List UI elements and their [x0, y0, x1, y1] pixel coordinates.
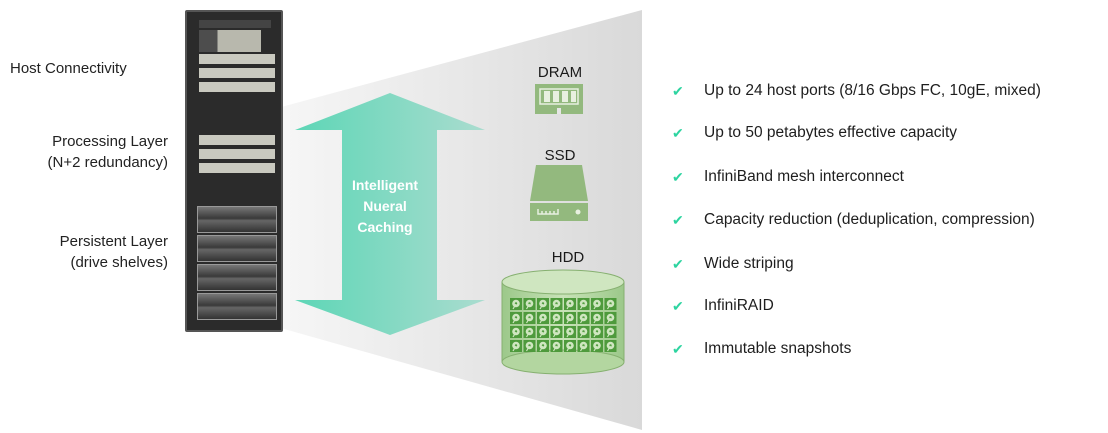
hard-disk-icon: [591, 340, 603, 352]
checkmark-icon: ✔: [672, 211, 684, 228]
feature-item: ✔ InfiniRAID: [672, 297, 774, 315]
caching-label-line: Caching: [357, 219, 413, 235]
processing-unit: [199, 135, 275, 145]
layer-label-line: Persistent Layer: [59, 233, 168, 250]
hard-disk-icon: [577, 312, 590, 324]
feature-item: ✔ Up to 50 petabytes effective capacity: [672, 124, 957, 142]
caching-label-line: Nueral: [363, 198, 407, 214]
caching-label: Intelligent Nueral Caching: [335, 175, 435, 238]
memory-module-icon: [535, 84, 583, 114]
layer-label-line: Processing Layer: [52, 133, 168, 150]
feature-text: Up to 24 host ports (8/16 Gbps FC, 10gE,…: [704, 82, 1041, 99]
feature-text: InfiniRAID: [704, 297, 774, 314]
hard-disk-icon: [510, 298, 522, 310]
feature-text: InfiniBand mesh interconnect: [704, 168, 904, 185]
feature-text: Wide striping: [704, 255, 794, 272]
layer-label-line: (drive shelves): [70, 254, 168, 271]
checkmark-icon: ✔: [672, 255, 684, 272]
feature-item: ✔ Capacity reduction (deduplication, com…: [672, 211, 1035, 229]
hard-disk-icon: [577, 326, 590, 338]
processing-unit: [199, 163, 275, 173]
host-connectivity-unit: [199, 68, 275, 78]
drive-shelf: [197, 206, 277, 233]
hard-disk-icon: [510, 340, 522, 352]
drive-shelf: [197, 293, 277, 320]
processing-unit: [199, 149, 275, 159]
host-connectivity-unit: [199, 54, 275, 64]
hard-disk-icon: [537, 340, 549, 352]
hard-disk-icon: [523, 298, 536, 310]
hard-disk-icon: [550, 326, 563, 338]
hard-disk-icon: [523, 340, 536, 352]
hard-disk-icon: [537, 326, 549, 338]
layer-label-line: (N+2 redundancy): [47, 154, 168, 171]
hard-disk-array-icon: [501, 269, 625, 375]
hard-disk-icon: [564, 312, 576, 324]
tier-label-ssd: SSD: [544, 147, 576, 164]
hard-disk-icon: [591, 326, 603, 338]
hard-disk-icon: [577, 298, 590, 310]
layer-label-processing: Processing Layer (N+2 redundancy): [10, 131, 168, 173]
checkmark-icon: ✔: [672, 168, 684, 185]
caching-label-line: Intelligent: [351, 177, 419, 193]
checkmark-icon: ✔: [672, 82, 684, 99]
host-connectivity-unit: [199, 20, 271, 28]
feature-text: Capacity reduction (deduplication, compr…: [704, 211, 1035, 228]
tier-label-dram: DRAM: [537, 64, 583, 81]
hard-disk-icon: [510, 312, 522, 324]
hard-disk-icon: [591, 298, 603, 310]
feature-item: ✔ Up to 24 host ports (8/16 Gbps FC, 10g…: [672, 82, 1041, 100]
host-connectivity-unit: [199, 82, 275, 92]
hard-disk-icon: [604, 340, 617, 352]
solid-state-drive-icon: [530, 165, 588, 221]
layer-label-host-connectivity: Host Connectivity: [10, 58, 158, 79]
drive-shelf: [197, 264, 277, 291]
checkmark-icon: ✔: [672, 124, 684, 141]
feature-text: Immutable snapshots: [704, 340, 852, 357]
host-connectivity-unit: [199, 30, 261, 52]
hard-disk-icon: [550, 340, 563, 352]
feature-item: ✔ InfiniBand mesh interconnect: [672, 168, 904, 186]
hard-disk-icon: [604, 312, 617, 324]
hard-disk-icon: [564, 340, 576, 352]
tier-label-hdd: HDD: [551, 249, 585, 266]
hard-disk-icon: [537, 298, 549, 310]
checkmark-icon: ✔: [672, 340, 684, 357]
hard-disk-icon: [604, 298, 617, 310]
hard-disk-icon: [550, 298, 563, 310]
hard-disk-icon: [510, 326, 522, 338]
hard-disk-icon: [523, 312, 536, 324]
drive-shelf: [197, 235, 277, 262]
hard-disk-icon: [564, 298, 576, 310]
hard-disk-icon: [564, 326, 576, 338]
layer-label-persistent: Persistent Layer (drive shelves): [10, 231, 168, 273]
hard-disk-icon: [604, 326, 617, 338]
hard-disk-icon: [523, 326, 536, 338]
hard-disk-icon: [550, 312, 563, 324]
layer-label-line: Host Connectivity: [10, 60, 127, 77]
feature-text: Up to 50 petabytes effective capacity: [704, 124, 958, 141]
feature-item: ✔ Wide striping: [672, 255, 794, 273]
hard-disk-icon: [537, 312, 549, 324]
hard-disk-icon: [577, 340, 590, 352]
hard-disk-icon: [591, 312, 603, 324]
storage-rack: [185, 10, 283, 332]
feature-item: ✔ Immutable snapshots: [672, 340, 851, 358]
checkmark-icon: ✔: [672, 297, 684, 314]
